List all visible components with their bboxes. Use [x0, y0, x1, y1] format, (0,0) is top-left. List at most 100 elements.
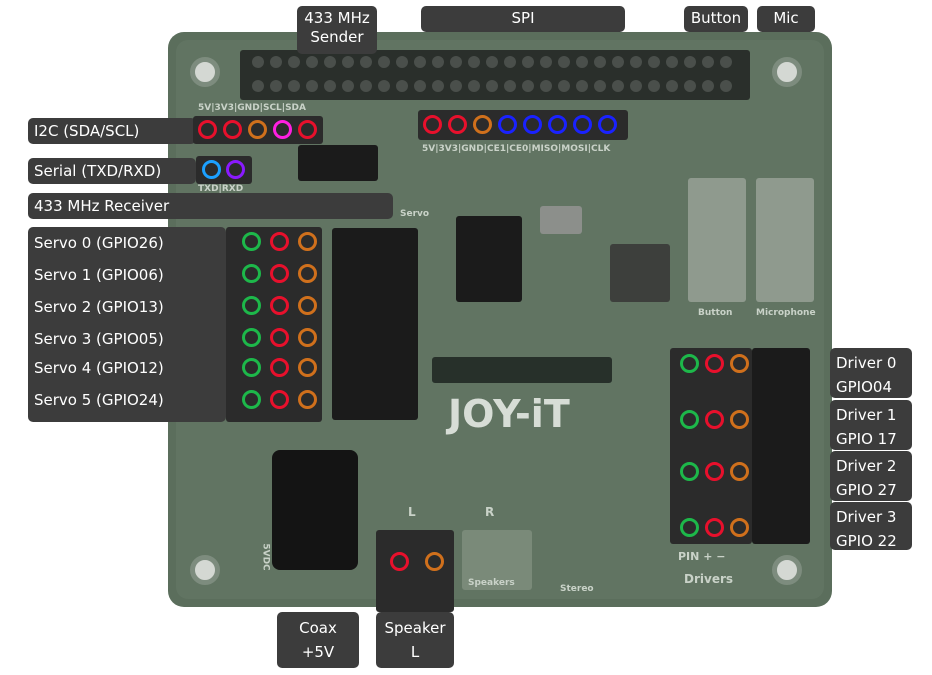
- driver-1-pad-2: [730, 410, 749, 429]
- header-pin: [702, 80, 714, 92]
- header-pin: [612, 56, 624, 68]
- label-driver-2: Driver 2 GPIO 27: [830, 451, 912, 501]
- driver-1-pad-1: [705, 410, 724, 429]
- driver-2-pad-2: [730, 462, 749, 481]
- silk-servo: Servo: [400, 209, 430, 219]
- label-mic: Mic: [757, 6, 815, 32]
- label-coax: Coax +5V: [277, 612, 359, 668]
- servo-4-pad-0: [242, 358, 261, 377]
- pin-strip-middle: [432, 357, 612, 383]
- servo-4-pad-2: [298, 358, 317, 377]
- header-pin: [486, 56, 498, 68]
- button-module: [688, 178, 746, 302]
- driver-3-pad-2: [730, 518, 749, 537]
- mounting-hole-bottom-right: [772, 555, 802, 585]
- servo-pad-group: [226, 227, 322, 422]
- header-pin: [342, 56, 354, 68]
- header-pin: [684, 56, 696, 68]
- speaker-jack-left: [462, 530, 532, 590]
- servo-connector-block: [332, 228, 418, 420]
- header-pin: [612, 80, 624, 92]
- i2c-pad-3: [273, 120, 292, 139]
- label-servo-5: Servo 5 (GPIO24): [34, 390, 164, 409]
- header-pin: [720, 56, 732, 68]
- header-pin: [684, 80, 696, 92]
- header-pin: [666, 80, 678, 92]
- header-pin: [288, 80, 300, 92]
- servo-3-pad-1: [270, 328, 289, 347]
- silk-microphone: Microphone: [756, 308, 816, 318]
- label-433mhz-receiver: 433 MHz Receiver: [28, 193, 393, 219]
- i2c-pad-0: [198, 120, 217, 139]
- label-servo-0: Servo 0 (GPIO26): [34, 233, 164, 252]
- label-servo-1: Servo 1 (GPIO06): [34, 265, 164, 284]
- header-pin: [576, 56, 588, 68]
- gpio-header-row-top: [252, 56, 732, 68]
- spi-pad-0: [423, 115, 442, 134]
- serial-pad-0: [202, 160, 221, 179]
- header-pin: [414, 80, 426, 92]
- header-pin: [468, 80, 480, 92]
- silk-i2c-pins: 5V|3V3|GND|SCL|SDA: [198, 103, 306, 113]
- header-pin: [252, 80, 264, 92]
- header-pin: [324, 56, 336, 68]
- spi-pad-7: [598, 115, 617, 134]
- header-pin: [450, 56, 462, 68]
- header-pin: [432, 56, 444, 68]
- header-pin: [504, 56, 516, 68]
- header-pin: [720, 80, 732, 92]
- servo-4-pad-1: [270, 358, 289, 377]
- header-pin: [306, 56, 318, 68]
- header-pin: [702, 56, 714, 68]
- header-pin: [666, 56, 678, 68]
- driver-2-pad-1: [705, 462, 724, 481]
- power-jack: [272, 450, 358, 570]
- i2c-pad-2: [248, 120, 267, 139]
- header-pin: [594, 80, 606, 92]
- speaker-pad-1: [425, 552, 444, 571]
- silk-speaker-l: L: [408, 505, 416, 519]
- speaker-pad-0: [390, 552, 409, 571]
- gpio-header-row-bottom: [252, 80, 732, 92]
- header-pin: [252, 56, 264, 68]
- label-driver-1: Driver 1 GPIO 17: [830, 400, 912, 450]
- header-pin: [630, 56, 642, 68]
- silk-spi-pins: 5V|3V3|GND|CE1|CE0|MISO|MOSI|CLK: [422, 144, 611, 154]
- header-pin: [432, 80, 444, 92]
- header-pin: [306, 80, 318, 92]
- servo-0-pad-2: [298, 232, 317, 251]
- silk-serial-pins: TXD|RXD: [198, 184, 244, 194]
- servo-0-pad-0: [242, 232, 261, 251]
- header-pin: [288, 56, 300, 68]
- driver-0-pad-0: [680, 354, 699, 373]
- driver-3-pad-1: [705, 518, 724, 537]
- servo-1-pad-0: [242, 264, 261, 283]
- header-pin: [540, 80, 552, 92]
- silk-speaker-r: R: [485, 505, 495, 519]
- header-pin: [630, 80, 642, 92]
- driver-connector-block: [752, 348, 810, 544]
- silk-pin-legend: PIN + −: [678, 550, 726, 563]
- spi-pad-6: [573, 115, 592, 134]
- i2c-pad-1: [223, 120, 242, 139]
- servo-1-pad-2: [298, 264, 317, 283]
- header-pin: [378, 80, 390, 92]
- header-pin: [648, 56, 660, 68]
- header-pin: [558, 56, 570, 68]
- header-pin: [522, 80, 534, 92]
- header-pin: [360, 56, 372, 68]
- spi-pad-1: [448, 115, 467, 134]
- mounting-hole-bottom-left: [190, 555, 220, 585]
- sender-socket: [298, 145, 378, 181]
- header-pin: [324, 80, 336, 92]
- silk-stereo: Stereo: [560, 584, 594, 594]
- driver-3-pad-0: [680, 518, 699, 537]
- label-servo-3: Servo 3 (GPIO05): [34, 329, 164, 348]
- header-pin: [540, 56, 552, 68]
- label-button: Button: [684, 6, 748, 32]
- servo-2-pad-1: [270, 296, 289, 315]
- header-pin: [342, 80, 354, 92]
- mounting-hole-top-left: [190, 57, 220, 87]
- label-433mhz-sender: 433 MHz Sender: [297, 6, 377, 54]
- header-pin: [450, 80, 462, 92]
